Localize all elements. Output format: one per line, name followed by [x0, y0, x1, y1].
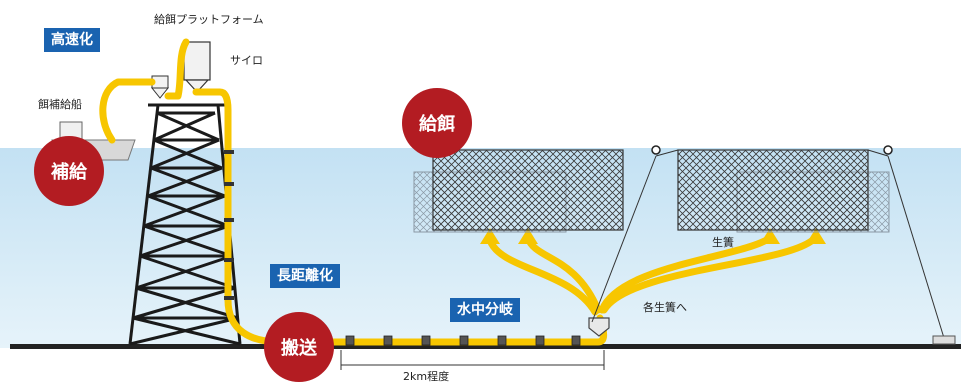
- underwater-branch-valve: [588, 317, 610, 337]
- underwater-branch-tag: 水中分岐: [450, 298, 520, 322]
- anchor-block: [932, 335, 956, 345]
- long-distance-tag: 長距離化: [270, 264, 340, 288]
- supply-circle: 補給: [34, 136, 104, 206]
- mooring-lines: [591, 149, 945, 339]
- cage-left: [413, 149, 624, 233]
- supply-ship-label: 餌補給船: [38, 98, 82, 111]
- distance-bracket: [340, 350, 605, 370]
- cage-label: 生簀: [712, 236, 734, 249]
- platform-label: 給餌プラットフォーム: [154, 13, 264, 26]
- feed-pipe: [99, 38, 819, 346]
- silo: [183, 41, 211, 93]
- feeding-circle: 給餌: [402, 88, 472, 158]
- silo-label: サイロ: [230, 54, 263, 67]
- transport-circle: 搬送: [264, 312, 334, 382]
- buoys: [651, 145, 893, 155]
- pipe-clamps: [224, 150, 234, 300]
- seabed: [10, 344, 961, 349]
- cage-right: [677, 149, 890, 233]
- to-each-cage-label: 各生簀へ: [643, 301, 687, 314]
- platform-tower: [128, 103, 242, 346]
- speed-up-tag: 高速化: [44, 28, 100, 52]
- flow-arrows: [480, 228, 826, 244]
- distance-label: 2km程度: [403, 370, 450, 383]
- pipe-joints: [345, 335, 581, 346]
